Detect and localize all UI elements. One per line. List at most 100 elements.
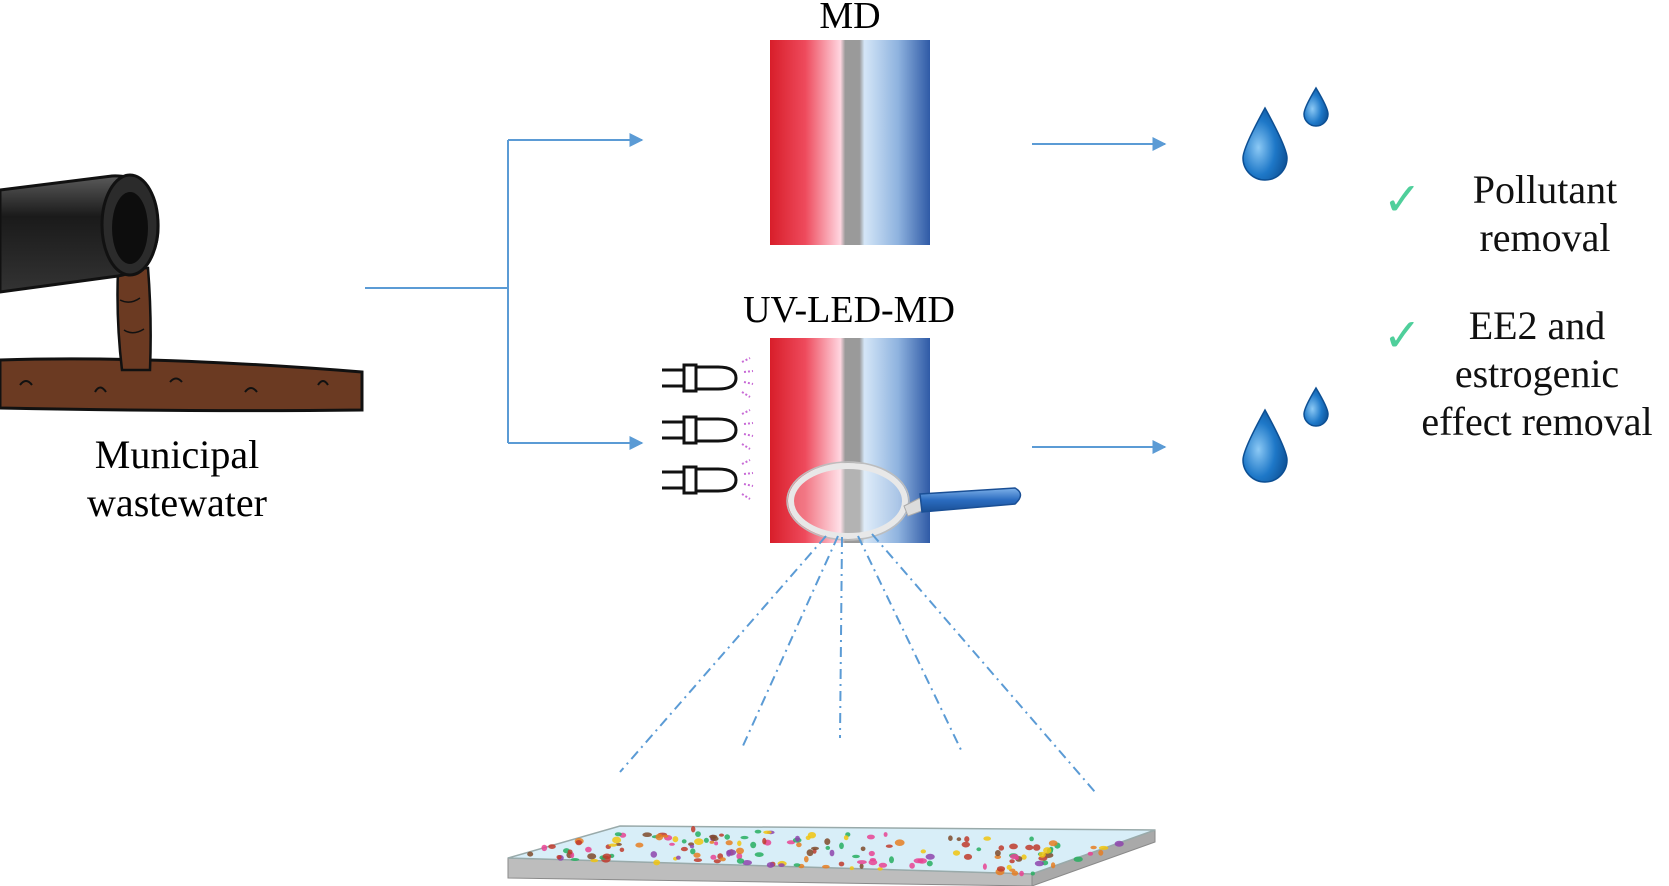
membrane-particle bbox=[859, 863, 864, 869]
membrane-particle bbox=[619, 847, 625, 852]
membrane-particle bbox=[669, 842, 675, 846]
membrane-particle bbox=[994, 855, 1002, 859]
result-line: removal bbox=[1479, 215, 1611, 260]
membrane-particle bbox=[590, 858, 599, 863]
membrane-particle bbox=[1009, 843, 1018, 850]
membrane-particle bbox=[995, 850, 1001, 857]
membrane-particle bbox=[736, 847, 744, 854]
membrane-particle bbox=[1029, 836, 1034, 842]
membrane-particle bbox=[1021, 854, 1027, 860]
membrane-particle bbox=[796, 842, 802, 848]
membrane-surface-icon bbox=[507, 825, 1156, 886]
membrane-particle bbox=[1006, 864, 1012, 870]
membrane-particle bbox=[635, 842, 644, 848]
pipe-discharging-wastewater-icon bbox=[0, 173, 364, 413]
uv-led-md-label: UV-LED-MD bbox=[743, 289, 955, 331]
membrane-particle bbox=[642, 832, 652, 837]
membrane-particle bbox=[1048, 840, 1058, 847]
membrane-particle bbox=[1038, 851, 1046, 858]
membrane-particle bbox=[883, 832, 888, 837]
membrane-particle bbox=[961, 841, 970, 848]
membrane-particle bbox=[983, 836, 991, 841]
membrane-particle bbox=[793, 863, 801, 867]
membrane-particle bbox=[719, 833, 724, 837]
membrane-particle bbox=[839, 842, 844, 850]
membrane-particle bbox=[709, 840, 715, 844]
membrane-particle bbox=[885, 844, 893, 848]
membrane-particle bbox=[653, 859, 661, 866]
membrane-particle bbox=[608, 843, 618, 847]
result-pollutant-removal: Pollutant removal bbox=[1430, 166, 1660, 262]
membrane-particle bbox=[1025, 844, 1034, 851]
membrane-particle bbox=[838, 861, 845, 867]
membrane-particle bbox=[754, 852, 764, 857]
permeate-drops-md bbox=[1242, 86, 1329, 181]
led-bulb-icon bbox=[662, 357, 754, 398]
membrane-particle bbox=[695, 831, 701, 837]
membrane-particle bbox=[740, 835, 749, 840]
membrane-particle bbox=[811, 846, 819, 851]
membrane-particle bbox=[655, 833, 664, 841]
membrane-particle bbox=[681, 839, 687, 844]
membrane-particle bbox=[913, 858, 924, 864]
membrane-particle bbox=[1114, 840, 1124, 847]
permeate-arrows bbox=[1032, 137, 1167, 454]
membrane-particle bbox=[602, 853, 612, 860]
membrane-particle bbox=[806, 849, 814, 857]
membrane-particle bbox=[724, 834, 730, 840]
membrane-particle bbox=[737, 840, 742, 847]
membrane-particle bbox=[676, 855, 681, 860]
membrane-particle bbox=[710, 836, 719, 841]
membrane-particle bbox=[956, 837, 962, 842]
membrane-particle bbox=[877, 867, 883, 871]
membrane-particle bbox=[843, 835, 849, 841]
membrane-particle bbox=[689, 844, 695, 849]
membrane-particle bbox=[1009, 859, 1015, 864]
membrane-particle bbox=[587, 853, 597, 860]
membrane-particle bbox=[866, 834, 875, 840]
membrane-particle bbox=[1009, 853, 1019, 860]
membrane-particle bbox=[662, 834, 669, 838]
membrane-particle bbox=[926, 860, 933, 867]
membrane-particle bbox=[725, 840, 733, 846]
water-drop-icon bbox=[1242, 408, 1288, 483]
membrane-particle bbox=[948, 835, 953, 841]
membrane-particle bbox=[778, 863, 785, 867]
magnifying-glass-icon bbox=[786, 461, 1022, 541]
membrane-particle bbox=[804, 856, 809, 863]
membrane-particle bbox=[694, 838, 704, 845]
checkmark-icon: ✓ bbox=[1383, 308, 1422, 362]
membrane-particle bbox=[763, 830, 772, 834]
membrane-particle bbox=[1019, 870, 1024, 877]
zoom-projection-lines bbox=[619, 533, 1096, 793]
membrane-particle bbox=[982, 863, 987, 870]
membrane-particle bbox=[1087, 851, 1094, 856]
led-bulb-icon bbox=[662, 409, 754, 450]
result-line: Pollutant bbox=[1472, 167, 1618, 212]
membrane-particle bbox=[998, 845, 1005, 851]
membrane-particle bbox=[868, 859, 878, 866]
membrane-particle bbox=[829, 849, 835, 857]
membrane-particle bbox=[672, 836, 679, 843]
membrane-particle bbox=[852, 854, 860, 859]
water-drop-icon bbox=[1242, 106, 1288, 181]
membrane-particle bbox=[807, 832, 817, 839]
md-module bbox=[770, 40, 930, 245]
membrane-particle bbox=[963, 853, 973, 860]
membrane-particle bbox=[1030, 871, 1035, 876]
membrane-particle bbox=[1098, 845, 1109, 850]
membrane-particle bbox=[1043, 847, 1052, 854]
membrane-particle bbox=[527, 851, 534, 857]
membrane-particle bbox=[556, 855, 562, 860]
membrane-particle bbox=[541, 844, 548, 852]
membrane-particle bbox=[570, 858, 580, 861]
membrane-particle bbox=[693, 858, 703, 862]
result-line: EE2 and bbox=[1468, 303, 1606, 348]
membrane-particle bbox=[612, 836, 622, 844]
membrane-particle bbox=[736, 858, 745, 864]
membrane-particle bbox=[1011, 870, 1019, 876]
led-bulb-icon bbox=[662, 459, 754, 500]
membrane-particle bbox=[719, 857, 726, 862]
membrane-particle bbox=[614, 832, 622, 837]
